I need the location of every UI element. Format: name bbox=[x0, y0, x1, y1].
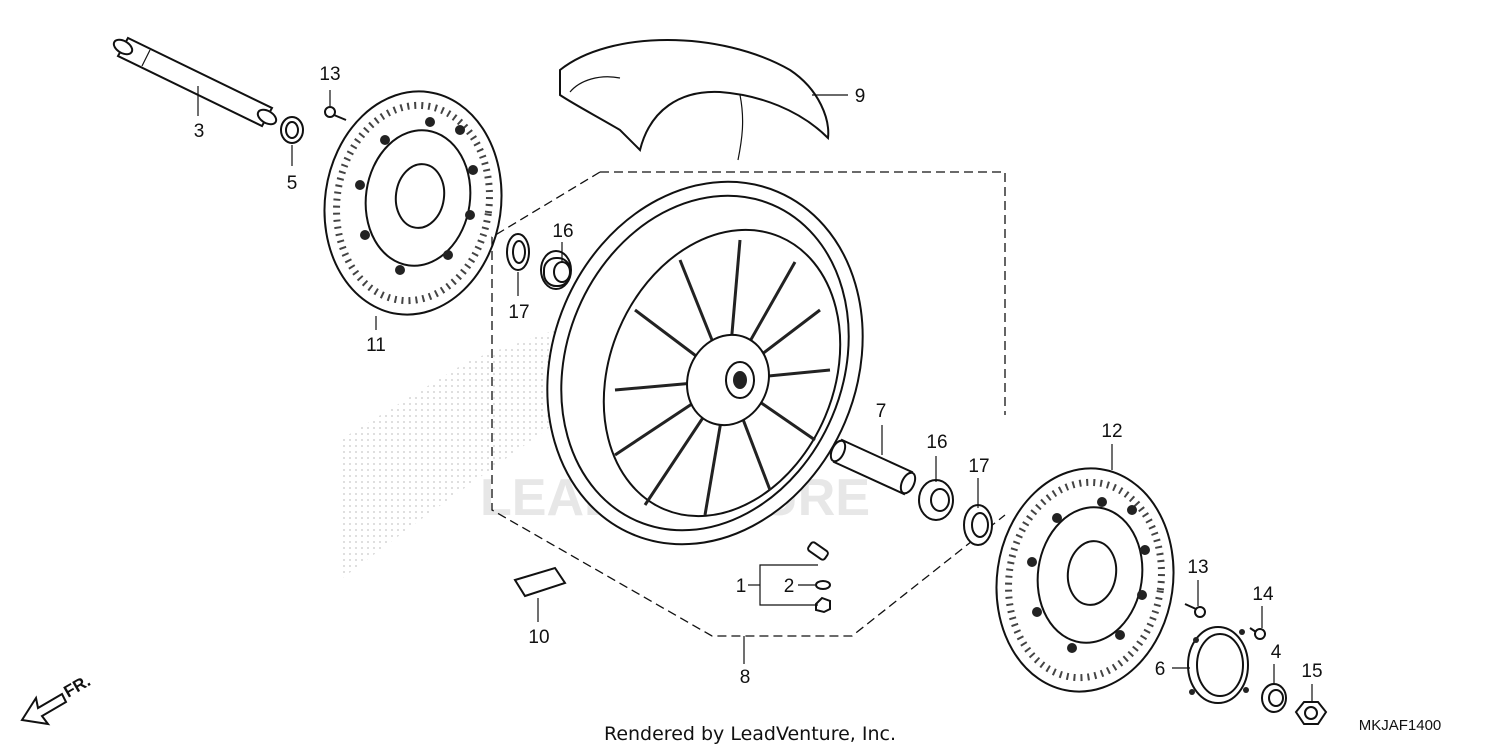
part-axle-nut-15 bbox=[1294, 701, 1328, 725]
part-bolt-13-top bbox=[324, 106, 347, 121]
front-direction-label: FR. bbox=[61, 671, 94, 701]
callout-12: 12 bbox=[1101, 421, 1122, 442]
callout-1: 1 bbox=[736, 576, 747, 597]
part-distance-collar-7 bbox=[829, 438, 917, 496]
callout-4: 4 bbox=[1271, 642, 1282, 663]
part-oil-seal-17-left bbox=[506, 233, 530, 271]
part-tire bbox=[559, 39, 830, 161]
part-screw-14 bbox=[1249, 627, 1266, 640]
callout-14: 14 bbox=[1252, 584, 1274, 605]
callout-13-right: 13 bbox=[1187, 557, 1208, 578]
callout-2: 2 bbox=[784, 576, 795, 597]
part-wheel-rim bbox=[546, 180, 864, 546]
part-valve-stem-1 bbox=[807, 541, 831, 614]
part-bearing-16-right bbox=[918, 479, 954, 521]
callout-5: 5 bbox=[287, 173, 298, 194]
callout-17-left: 17 bbox=[508, 302, 529, 323]
callout-9: 9 bbox=[855, 86, 866, 107]
callout-16-right: 16 bbox=[926, 432, 947, 453]
diagram-code: MKJAF1400 bbox=[1359, 717, 1442, 734]
callout-16-left: 16 bbox=[552, 221, 573, 242]
part-brake-disc-left bbox=[323, 90, 503, 316]
part-brake-disc-right bbox=[995, 467, 1175, 693]
callout-13-top: 13 bbox=[319, 64, 340, 85]
callout-10: 10 bbox=[528, 627, 549, 648]
rendered-by-credit: Rendered by LeadVenture, Inc. bbox=[604, 723, 896, 745]
callout-7: 7 bbox=[876, 401, 887, 422]
part-pulser-ring-6 bbox=[1187, 626, 1249, 704]
callout-11: 11 bbox=[366, 335, 386, 356]
front-direction-indicator: FR. bbox=[20, 671, 94, 726]
leader-lines bbox=[197, 86, 1313, 702]
part-collar-4 bbox=[1261, 683, 1287, 713]
callout-15: 15 bbox=[1301, 661, 1322, 682]
callouts: 3 5 13 11 9 16 17 7 16 17 10 8 1 2 12 13… bbox=[194, 64, 1323, 688]
callout-6: 6 bbox=[1155, 659, 1166, 680]
part-axle-shaft bbox=[112, 36, 278, 128]
callout-17-right: 17 bbox=[968, 456, 989, 477]
part-bearing-16-left bbox=[540, 250, 572, 290]
front-arrow-icon bbox=[20, 692, 68, 726]
callout-3: 3 bbox=[194, 121, 205, 142]
callout-8: 8 bbox=[740, 667, 751, 688]
wheel-group-outline bbox=[491, 171, 1006, 637]
part-oil-seal-17-right bbox=[963, 504, 993, 546]
part-bolt-13-right bbox=[1184, 603, 1206, 618]
part-collar-5 bbox=[280, 116, 304, 144]
part-balance-weight-10 bbox=[513, 566, 567, 598]
